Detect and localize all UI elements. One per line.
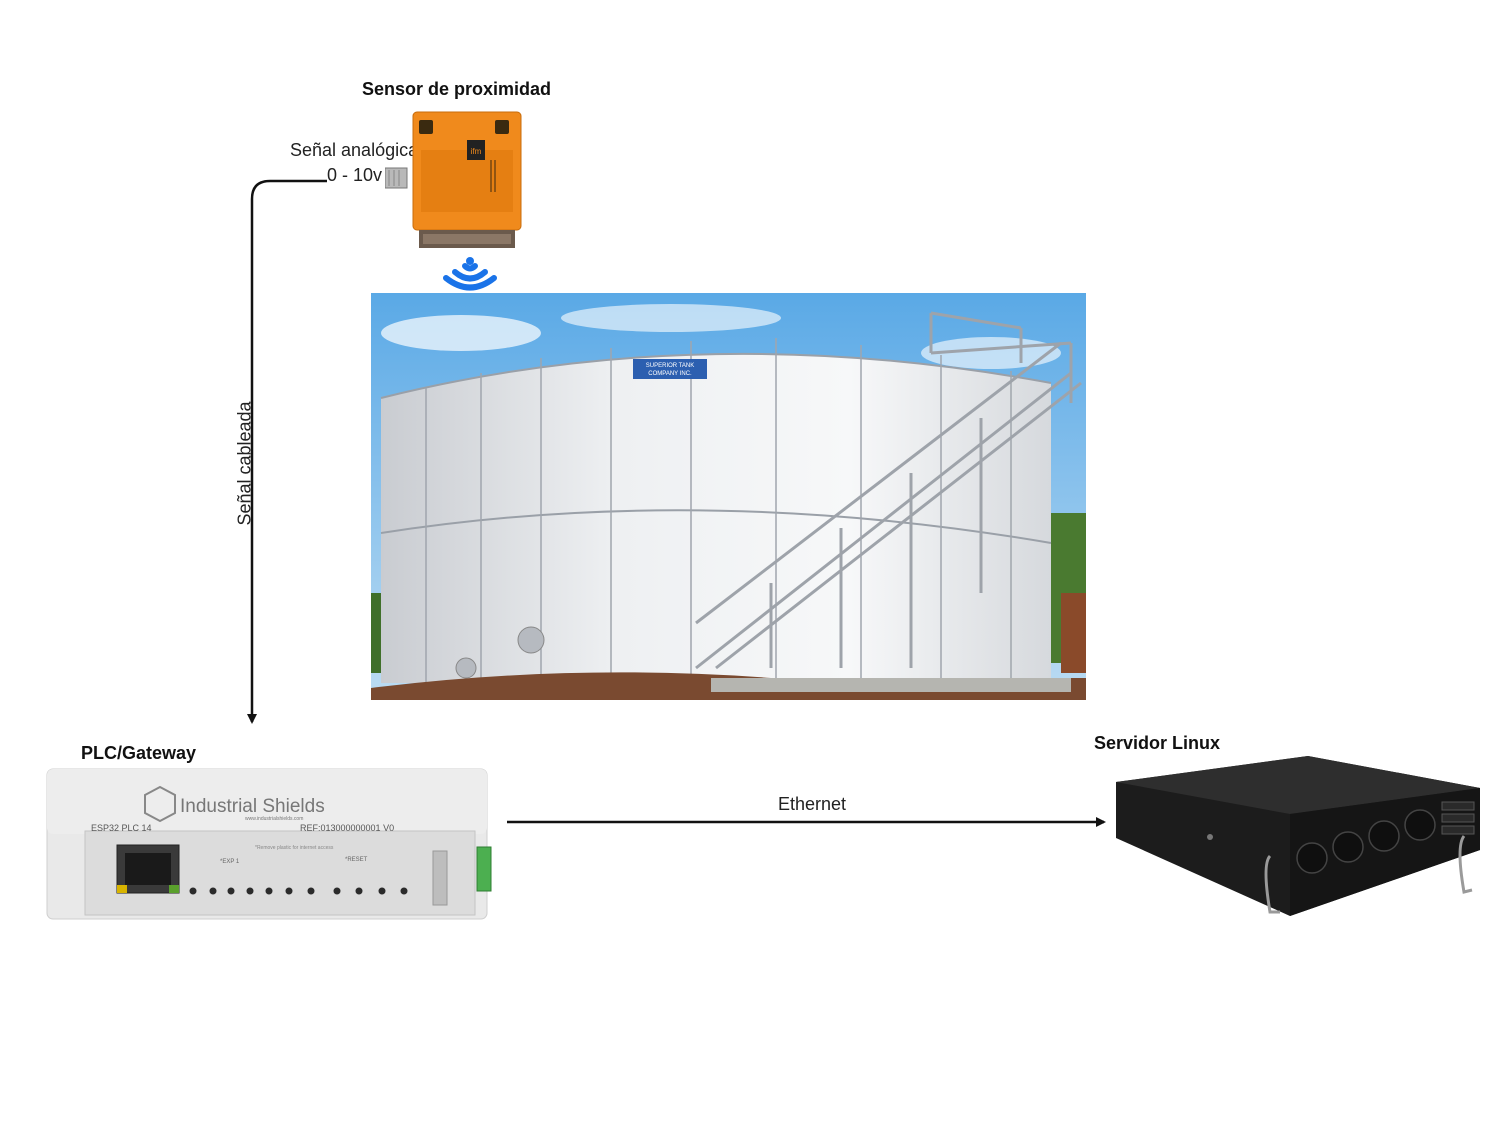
svg-text:Industrial Shields: Industrial Shields <box>180 796 325 817</box>
plc-title: PLC/Gateway <box>81 743 197 763</box>
water-tank-photo: SUPERIOR TANK COMPANY INC. <box>371 293 1086 700</box>
svg-text:www.industrialshields.com: www.industrialshields.com <box>245 816 303 822</box>
industrial-shields-logo: Industrial Shields <box>144 785 325 823</box>
ethernet-label: Ethernet <box>778 794 847 814</box>
status-leds <box>189 887 408 895</box>
analog-signal-label: Señal analógica <box>290 140 419 160</box>
server-fan-grilles <box>1296 809 1436 874</box>
svg-text:ESP32 PLC 14: ESP32 PLC 14 <box>91 823 152 833</box>
ethernet-port-icon <box>116 844 180 894</box>
svg-text:ifm: ifm <box>471 147 482 156</box>
sensor-title: Sensor de proximidad <box>362 79 552 99</box>
proximity-sensor: ifm <box>385 111 522 248</box>
svg-text:SUPERIOR TANK: SUPERIOR TANK <box>646 363 694 369</box>
svg-text:*RESET: *RESET <box>345 857 368 863</box>
svg-text:*EXP 1: *EXP 1 <box>220 859 240 865</box>
svg-text:*Remove plastic for internet a: *Remove plastic for internet access <box>255 845 334 851</box>
wired-signal-line <box>247 179 382 724</box>
signal-wave-icon <box>443 257 497 291</box>
sensor-brand-logo: ifm <box>467 140 485 160</box>
tank-panel-seams <box>425 338 1012 683</box>
tank-staircase <box>695 311 1082 670</box>
linux-server-device <box>1116 756 1480 916</box>
wired-signal-label: Señal cableada <box>234 401 255 526</box>
svg-text:COMPANY INC.: COMPANY INC. <box>648 371 692 377</box>
server-drive-bays <box>1441 801 1475 835</box>
plc-gateway-device: Industrial Shields www.industrialshields… <box>46 768 492 920</box>
server-title: Servidor Linux <box>1094 733 1221 753</box>
svg-text:REF:013000000001 V0: REF:013000000001 V0 <box>300 823 394 833</box>
analog-signal-range: 0 - 10v <box>327 165 383 186</box>
tank-brand-plate: SUPERIOR TANK COMPANY INC. <box>633 359 707 379</box>
